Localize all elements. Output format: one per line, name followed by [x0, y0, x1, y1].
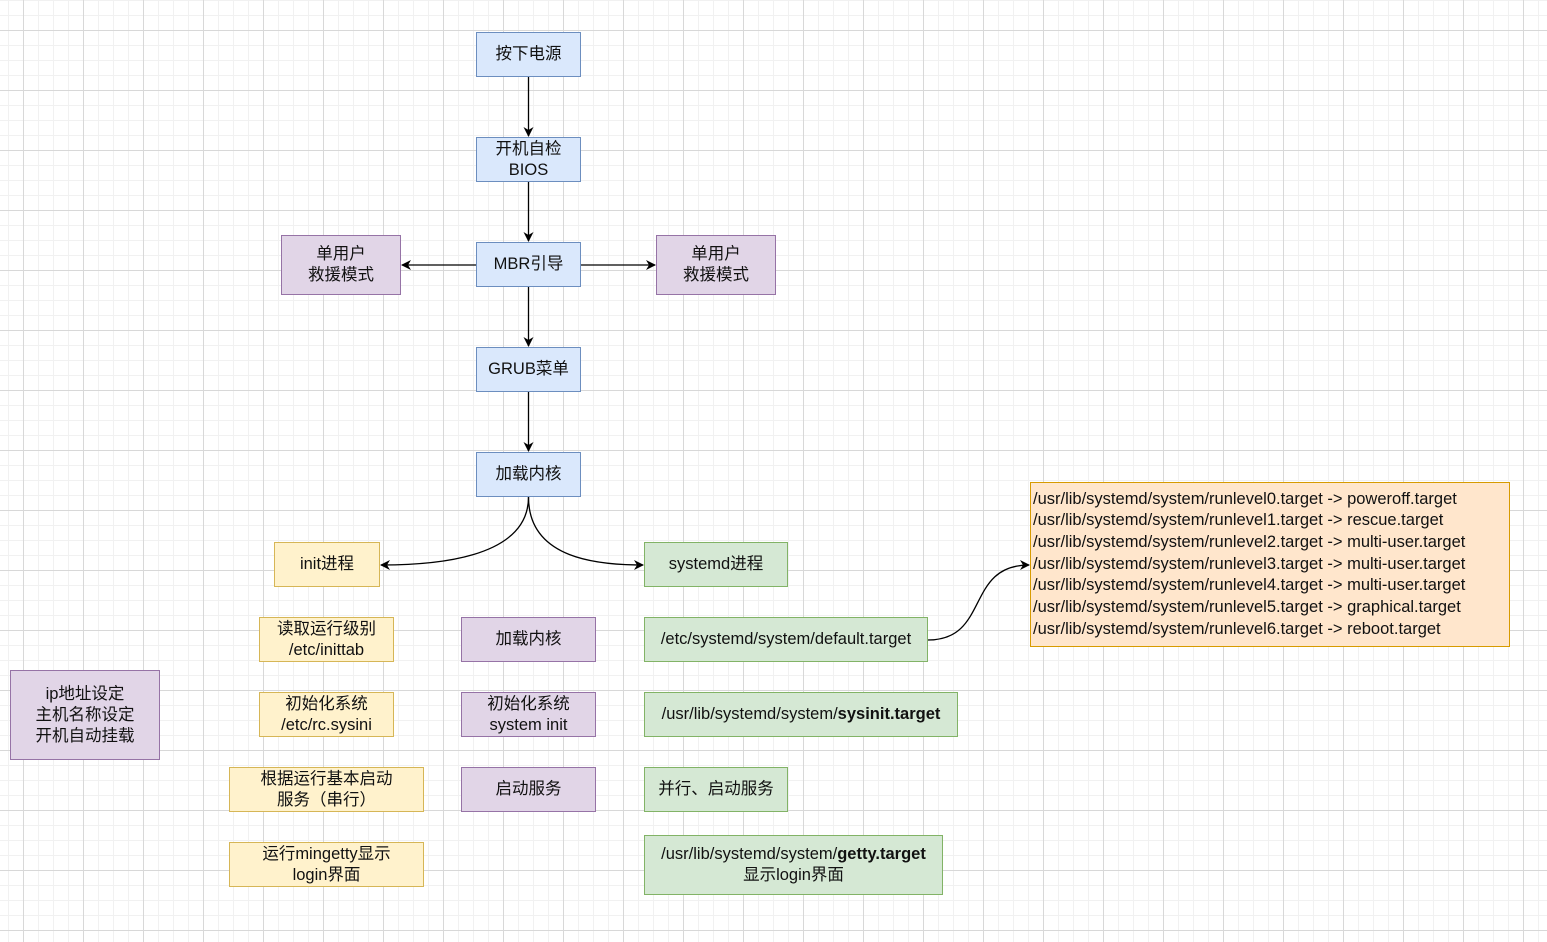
arrow-kernel-systemd [527, 496, 644, 570]
label: 开机自检 [495, 139, 562, 158]
runlevel-line: /usr/lib/systemd/system/runlevel0.target… [1033, 489, 1457, 508]
rescue-left-node[interactable]: 单用户救援模式 [281, 235, 401, 295]
label: 救援模式 [683, 266, 749, 284]
label: 根据运行基本启动 [260, 769, 393, 788]
label: ip地址设定 [45, 684, 125, 703]
runlevel-line: /usr/lib/systemd/system/runlevel2.target… [1033, 532, 1466, 551]
systemd-node[interactable]: systemd进程 [644, 542, 788, 587]
label: /usr/lib/systemd/system/getty.target [661, 844, 926, 865]
path-prefix: /usr/lib/systemd/system/ [661, 845, 838, 863]
label: 读取运行级别 [277, 619, 376, 638]
runlevel-line: /usr/lib/systemd/system/runlevel5.target… [1033, 598, 1461, 617]
rescue-right-node[interactable]: 单用户救援模式 [656, 235, 776, 295]
middle-step-1[interactable]: 加载内核 [461, 617, 596, 662]
label: system init [489, 715, 568, 734]
default-target-node[interactable]: /etc/systemd/system/default.target [644, 617, 928, 662]
runlevel-line: /usr/lib/systemd/system/runlevel1.target… [1033, 511, 1444, 530]
init-step-3[interactable]: 根据运行基本启动服务（串行） [229, 767, 424, 812]
label: 开机自动挂载 [35, 726, 135, 745]
label: 运行mingetty显示 [262, 844, 391, 863]
label: 并行、启动服务 [658, 780, 774, 798]
label: /etc/rc.sysini [281, 715, 372, 734]
arrow-kernel-init [380, 496, 530, 570]
label: 单用户 [691, 245, 741, 263]
middle-step-3[interactable]: 启动服务 [461, 767, 596, 812]
runlevel-line: /usr/lib/systemd/system/runlevel3.target… [1033, 554, 1466, 573]
mbr-node[interactable]: MBR引导 [476, 242, 581, 287]
label: 主机名称设定 [35, 705, 135, 724]
label: 单用户 [316, 245, 366, 263]
init-step-4[interactable]: 运行mingetty显示 login界面 [229, 842, 424, 887]
init-step-1[interactable]: 读取运行级别/etc/inittab [259, 617, 394, 662]
label: GRUB菜单 [488, 360, 569, 378]
runlevel-line: /usr/lib/systemd/system/runlevel4.target… [1033, 576, 1466, 595]
label: login界面 [292, 865, 361, 884]
label: 初始化系统 [487, 694, 570, 713]
label: /etc/inittab [288, 640, 365, 659]
init-step-2[interactable]: 初始化系统/etc/rc.sysini [259, 692, 394, 737]
parallel-services-node[interactable]: 并行、启动服务 [644, 767, 788, 812]
runlevels-node[interactable]: /usr/lib/systemd/system/runlevel0.target… [1030, 482, 1510, 647]
label: 救援模式 [308, 266, 374, 284]
label: 加载内核 [495, 630, 562, 648]
target-name: sysinit.target [837, 705, 941, 723]
ip-hostname-mount-node[interactable]: ip地址设定主机名称设定开机自动挂载 [10, 670, 160, 760]
path-prefix: /usr/lib/systemd/system/ [661, 705, 838, 723]
runlevel-line: /usr/lib/systemd/system/runlevel6.target… [1033, 619, 1441, 638]
label: systemd进程 [668, 555, 764, 573]
label: init进程 [299, 555, 355, 573]
label: 加载内核 [495, 465, 562, 483]
sysinit-target-node[interactable]: /usr/lib/systemd/system/sysinit.target [644, 692, 958, 737]
target-name: getty.target [837, 845, 926, 863]
label: 按下电源 [495, 45, 562, 63]
label: /etc/systemd/system/default.target [660, 630, 912, 648]
label: 服务（串行） [277, 790, 376, 809]
power-on-node[interactable]: 按下电源 [476, 32, 581, 77]
label: 启动服务 [495, 780, 562, 798]
grub-node[interactable]: GRUB菜单 [476, 347, 581, 392]
label: /usr/lib/systemd/system/sysinit.target [662, 704, 941, 725]
init-node[interactable]: init进程 [274, 542, 380, 587]
label: BIOS [508, 160, 549, 179]
label: 显示login界面 [743, 866, 844, 884]
label: MBR引导 [493, 255, 564, 273]
bios-node[interactable]: 开机自检 BIOS [476, 137, 581, 182]
label: 初始化系统 [285, 694, 368, 713]
arrow-default-runlevels [927, 560, 1030, 641]
kernel-node[interactable]: 加载内核 [476, 452, 581, 497]
middle-step-2[interactable]: 初始化系统 system init [461, 692, 596, 737]
